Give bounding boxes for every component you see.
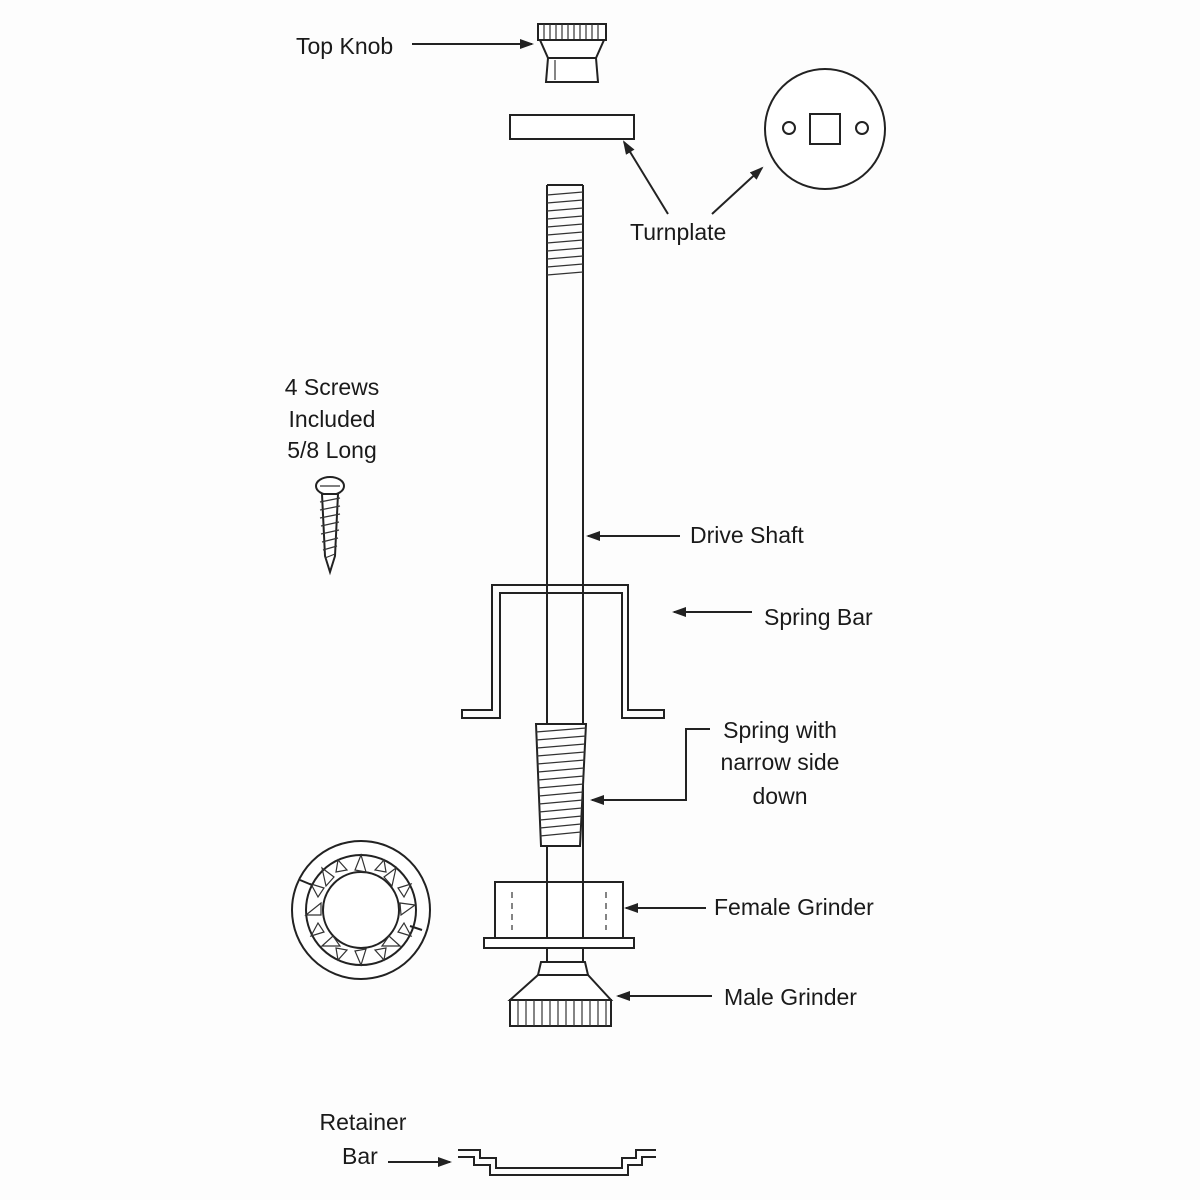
retainer-bar-part — [458, 1149, 656, 1176]
spring-label-line2: narrow side — [720, 749, 840, 775]
screws-label-line1: 4 Screws — [284, 374, 380, 400]
screw-part — [315, 476, 345, 576]
turnplate-top-view — [764, 68, 886, 190]
drive-shaft-label: Drive Shaft — [690, 522, 804, 548]
male-grinder-part — [507, 961, 614, 1027]
screws-label-line2: Included — [288, 406, 376, 432]
turnplate-label: Turnplate — [630, 219, 727, 245]
top-knob-part — [537, 23, 607, 83]
drive-shaft-part — [546, 184, 584, 1008]
turnplate-arrow-left — [622, 140, 669, 215]
spring-label-line1: Spring with — [723, 717, 837, 743]
top-knob-label: Top Knob — [296, 33, 394, 59]
retainer-label-line2: Bar — [342, 1143, 378, 1169]
female-grinder-part — [483, 881, 635, 949]
female-grinder-top-view — [291, 840, 431, 980]
male-grinder-label: Male Grinder — [724, 984, 857, 1010]
spring-arrow — [590, 728, 710, 805]
screws-label-line3: 5/8 Long — [287, 437, 377, 463]
female-grinder-label: Female Grinder — [714, 894, 874, 920]
spring-bar-label: Spring Bar — [764, 604, 873, 630]
spring-part — [534, 723, 588, 847]
turnplate-side — [509, 114, 635, 140]
spring-label-line3: down — [752, 783, 808, 809]
spring-bar-part — [461, 584, 665, 719]
leader-arrows — [388, 39, 764, 1167]
retainer-label-line1: Retainer — [319, 1109, 407, 1135]
turnplate-arrow-right — [711, 166, 764, 215]
